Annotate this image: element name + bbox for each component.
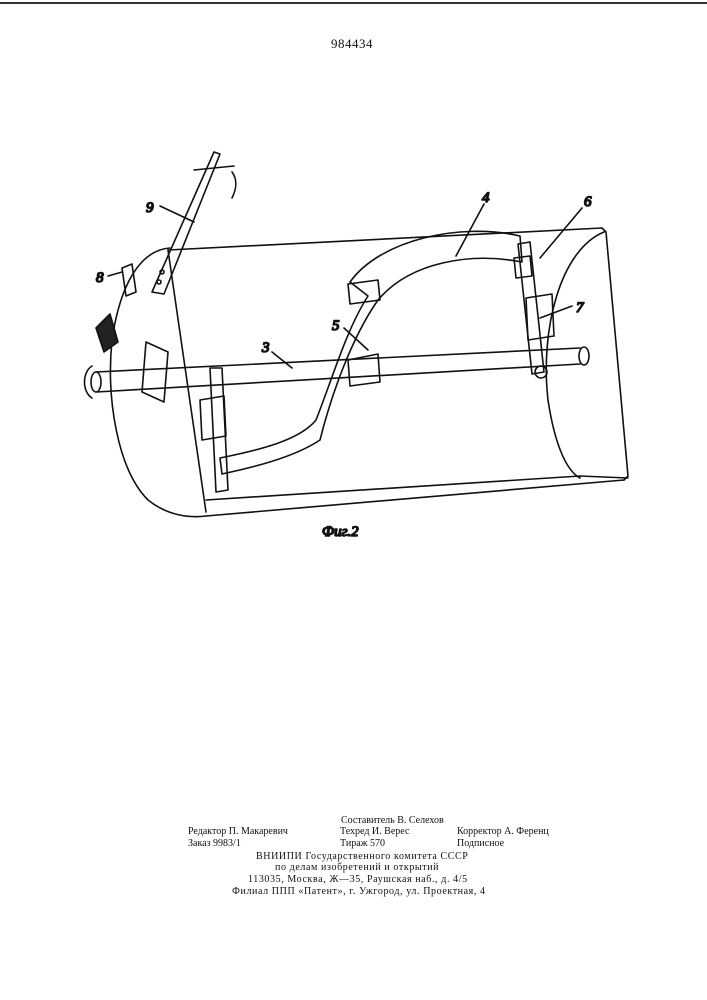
callout-5: 5 [332,318,340,334]
imprint-subscription: Подписное [457,838,504,850]
callout-4: 4 [482,190,490,206]
figure-caption: Фиг.2 [322,524,359,540]
callout-6: 6 [584,194,592,210]
housing-right-ellipse [546,232,604,478]
leader-6 [540,208,582,258]
leader-4 [456,204,484,256]
imprint-branch: Филиал ППП «Патент», г. Ужгород, ул. Про… [232,886,486,898]
callout-3: 3 [261,340,270,356]
housing-top-edge [168,228,602,250]
housing-bottom-lip [206,476,628,500]
leader-7 [540,306,572,318]
imprint-editor: Редактор П. Макаревич [188,826,288,838]
imprint-techred: Техред И. Верес [340,826,409,838]
imprint-address: 113035, Москва, Ж—35, Раушская наб., д. … [248,874,468,886]
imprint-order: Заказ 9983/1 [188,838,241,850]
callout-9: 9 [146,200,154,216]
right-clamp-6 [514,256,532,278]
imprint-circulation: Тираж 570 [340,838,385,850]
shaft-3 [96,348,580,392]
leader-3 [272,352,292,368]
lever-9 [152,152,220,294]
leader-5 [344,328,368,350]
lever-9-arrow [232,172,236,198]
housing-right-rim [602,228,628,480]
callout-7: 7 [576,300,585,316]
end-clamp [96,314,118,352]
lever-bolt [160,270,164,274]
lever-bolt [157,280,161,284]
leader-8 [108,272,122,276]
housing-left-inner-edge [168,250,206,512]
shaft-flange [142,342,168,402]
shaft-left-end [91,372,101,392]
imprint-corrector: Корректор А. Ференц [457,826,549,838]
callout-8: 8 [96,270,104,286]
shaft-right-end [579,347,589,365]
imprint-org-line2: по делам изобретений и открытий [275,862,439,874]
housing-bottom-edge [206,480,624,516]
